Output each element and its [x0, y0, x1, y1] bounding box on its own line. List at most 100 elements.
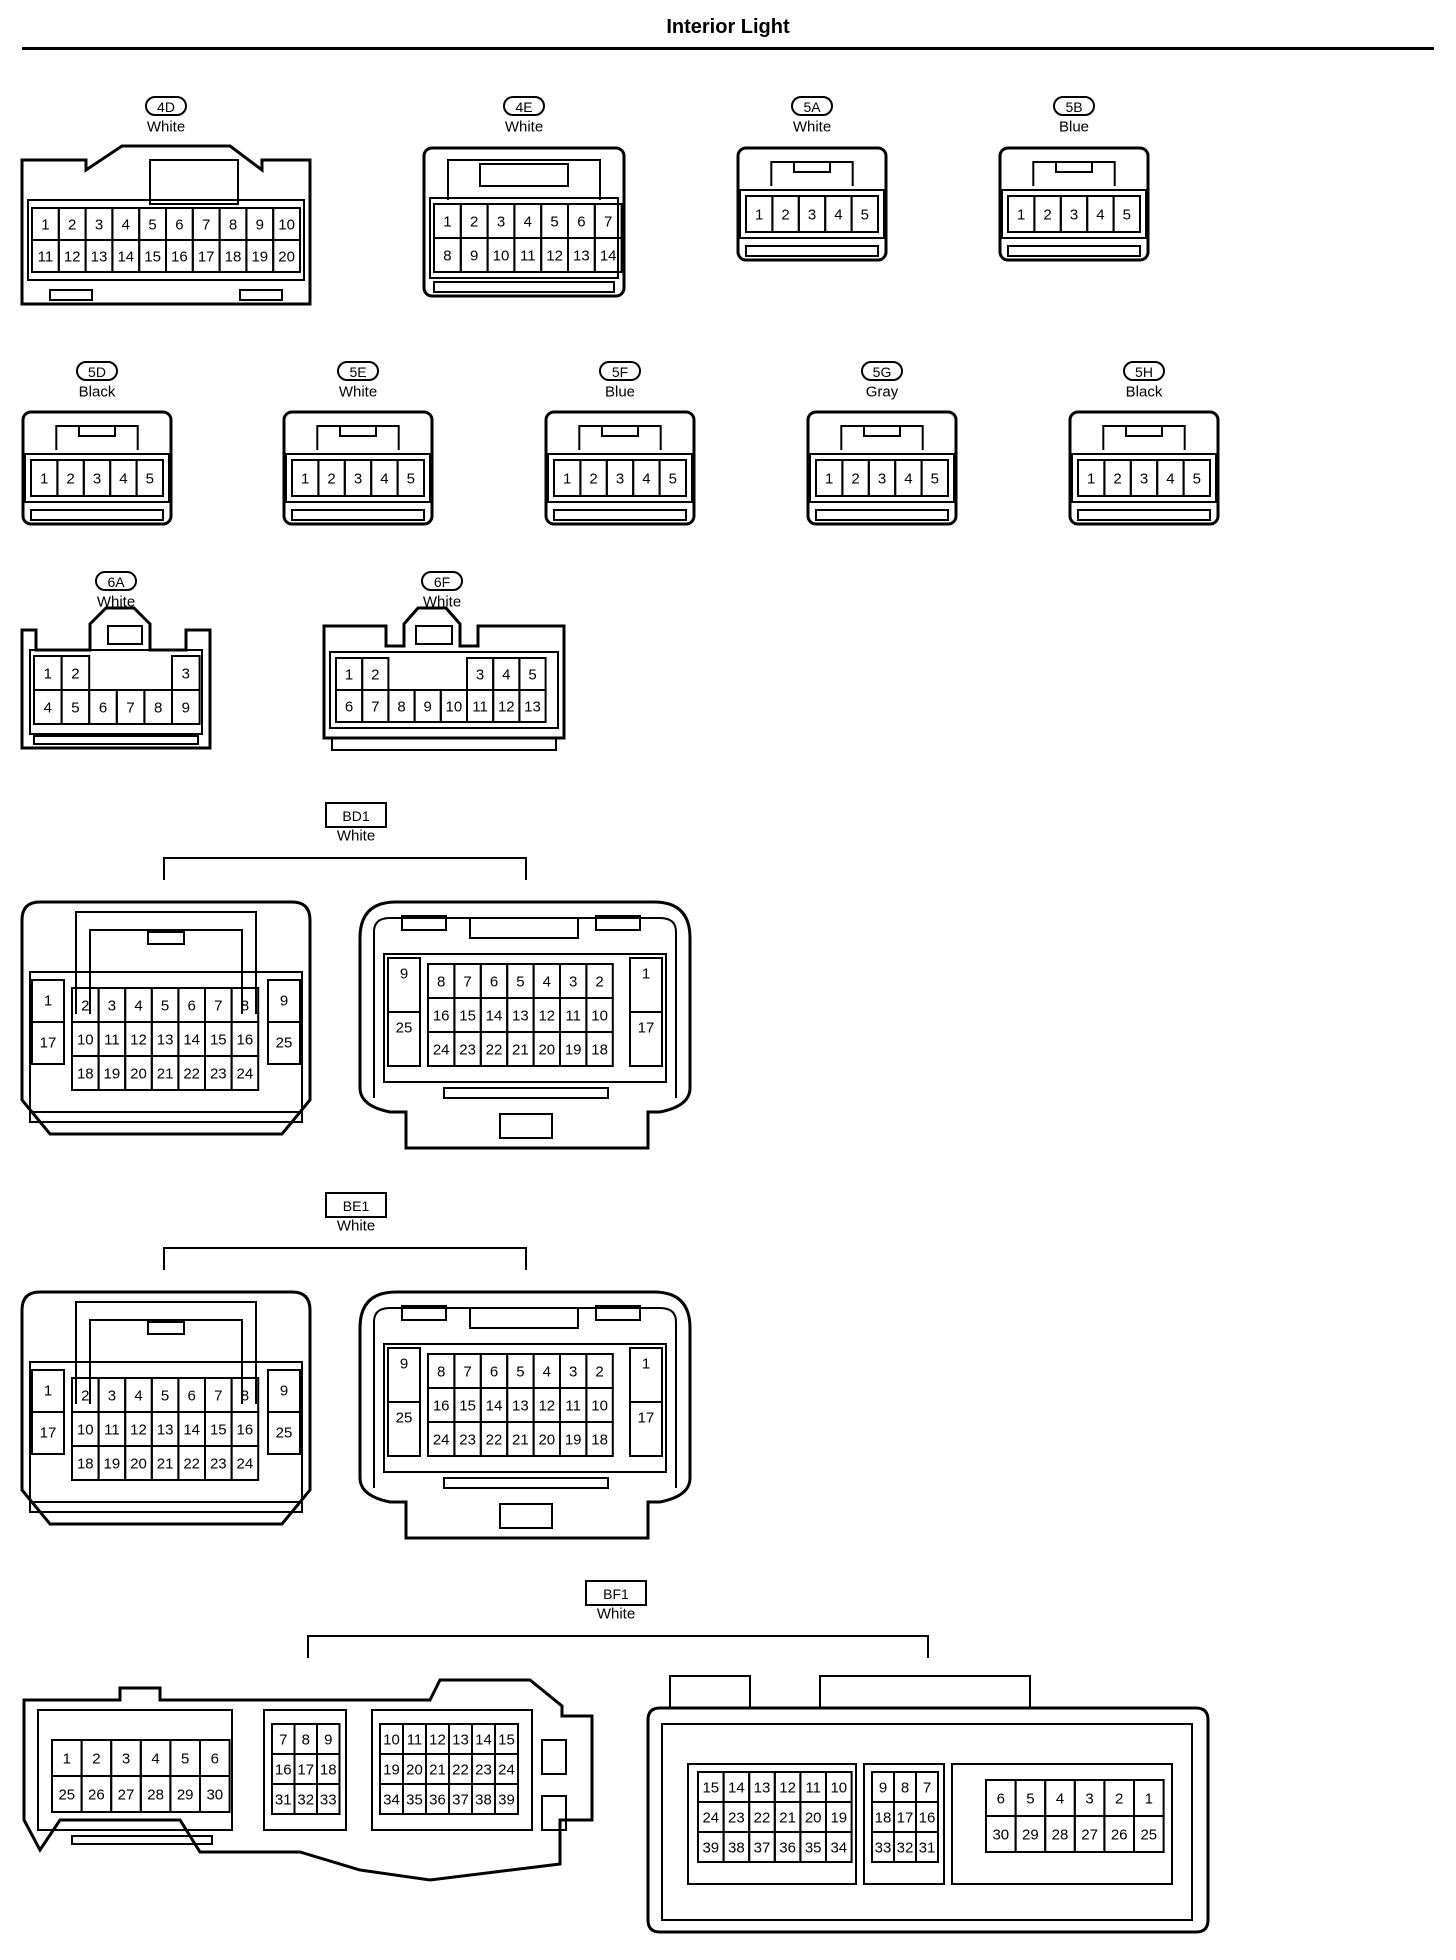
pin-label: 7 — [214, 998, 222, 1015]
connector-color: White — [339, 384, 377, 401]
pin-label: 19 — [104, 1066, 121, 1083]
connector-color: White — [597, 1606, 635, 1623]
pin-label: 8 — [397, 699, 405, 716]
pin-frame — [687, 1763, 857, 1885]
pin-label: 2 — [81, 998, 89, 1015]
pin-cell — [1133, 1815, 1165, 1853]
connector-code-badge — [1123, 361, 1165, 381]
pin-frame — [29, 649, 203, 735]
pin-label: 6 — [175, 217, 183, 234]
pin-label: 17 — [198, 249, 215, 266]
pin-label: 31 — [919, 1840, 936, 1857]
connector-code: 4E — [515, 99, 532, 115]
pin-label: 15 — [498, 1732, 515, 1749]
pin-label: 2 — [371, 667, 379, 684]
pin-label: 5 — [1193, 471, 1201, 488]
connector-code: 6F — [434, 574, 450, 590]
pin-label: 3 — [616, 471, 624, 488]
pin-label: 29 — [1022, 1827, 1039, 1844]
latch-tab — [107, 625, 143, 645]
pin-cell — [1182, 459, 1211, 497]
latch — [840, 425, 924, 450]
pin-label: 35 — [805, 1840, 822, 1857]
pin-cell — [825, 1831, 853, 1863]
pin-cell — [230, 1445, 260, 1481]
pin-label: 25 — [58, 1787, 75, 1804]
connector-color: White — [337, 828, 375, 845]
pin-label: 3 — [476, 667, 484, 684]
pin-label: 11 — [472, 699, 488, 716]
connector-color: White — [97, 594, 135, 611]
pin-label: 16 — [275, 1762, 292, 1779]
latch — [1032, 161, 1116, 186]
pin-label: 21 — [429, 1762, 446, 1779]
pin-label: 1 — [642, 1356, 650, 1373]
latch — [469, 918, 579, 939]
bottom-rail — [71, 1835, 213, 1845]
pin-label: 37 — [754, 1840, 771, 1857]
pin-frame — [24, 453, 170, 503]
pin-label: 5 — [148, 217, 156, 234]
pin-cell — [518, 689, 547, 723]
pin-cell — [171, 689, 201, 725]
pin-frame — [27, 199, 305, 281]
pin-label: 24 — [702, 1810, 719, 1827]
pin-label: 3 — [182, 666, 190, 683]
pin-label: 10 — [77, 1032, 94, 1049]
page-title: Interior Light — [666, 16, 790, 38]
pin-label: 4 — [122, 217, 130, 234]
bottom-rail — [30, 509, 164, 521]
pin-label: 2 — [66, 471, 74, 488]
pin-label: 16 — [433, 1398, 450, 1415]
pin-cell — [593, 237, 623, 273]
pin-label: 5 — [1123, 207, 1131, 224]
pin-label: 9 — [424, 699, 432, 716]
pin-label: 15 — [459, 1008, 476, 1025]
pin-cell — [31, 1021, 65, 1065]
pin-label: 14 — [728, 1780, 745, 1797]
pin-label: 1 — [825, 471, 833, 488]
connector-code: 5H — [1135, 364, 1153, 380]
pin-label: 3 — [354, 471, 362, 488]
pin-label: 9 — [182, 700, 190, 717]
pin-cell — [915, 1831, 939, 1863]
pin-label: 6 — [188, 1388, 196, 1405]
bottom-rail — [433, 281, 615, 293]
pin-label: 7 — [463, 974, 471, 991]
pin-label: 11 — [805, 1780, 821, 1797]
pin-label: 21 — [157, 1066, 174, 1083]
pin-label: 9 — [280, 1383, 288, 1400]
bottom-rail — [745, 245, 879, 257]
pin-label: 3 — [108, 998, 116, 1015]
pin-label: 4 — [1096, 207, 1104, 224]
pin-cell — [387, 1401, 421, 1457]
pin-label: 12 — [546, 248, 563, 265]
pin-label: 3 — [878, 471, 886, 488]
connector-housing — [22, 1678, 594, 1882]
connector-code-badge — [76, 361, 118, 381]
latch — [149, 159, 239, 205]
bottom-rail — [33, 735, 199, 745]
pin-label: 38 — [475, 1792, 492, 1809]
pin-label: 28 — [1052, 1827, 1069, 1844]
pin-label: 18 — [591, 1432, 608, 1449]
connector-code-badge — [421, 571, 463, 591]
pin-label: 24 — [433, 1432, 450, 1449]
pin-label: 23 — [728, 1810, 745, 1827]
pin-label: 12 — [498, 699, 515, 716]
pin-label: 4 — [642, 471, 650, 488]
connector-color: Blue — [1059, 119, 1089, 136]
pin-label: 32 — [297, 1792, 314, 1809]
connector-code-badge — [791, 96, 833, 116]
pin-label: 1 — [44, 993, 52, 1010]
pin-frame — [809, 453, 955, 503]
connector-code: 5E — [349, 364, 366, 380]
pin-cell — [629, 1401, 663, 1457]
pin-label: 13 — [91, 249, 108, 266]
pin-label: 23 — [475, 1762, 492, 1779]
pin-label: 1 — [1087, 471, 1095, 488]
